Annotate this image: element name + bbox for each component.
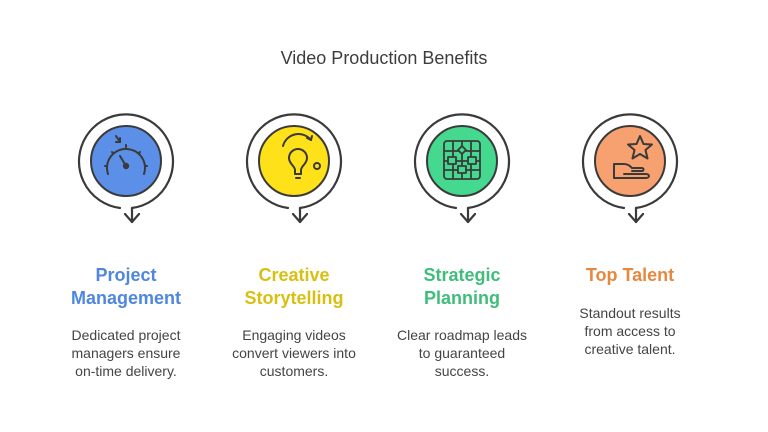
- benefit-description: Dedicated project managers ensure on-tim…: [36, 326, 216, 380]
- benefit-description: Engaging videos convert viewers into cus…: [204, 326, 384, 380]
- desc-line: Standout results: [579, 305, 681, 321]
- icon-badge: [372, 100, 552, 230]
- benefit-description: Clear roadmap leads to guaranteed succes…: [372, 326, 552, 380]
- desc-line: on-time delivery.: [75, 363, 177, 379]
- desc-line: managers ensure: [71, 345, 181, 361]
- benefit-heading: Strategic Planning: [372, 264, 552, 310]
- benefit-heading: Creative Storytelling: [204, 264, 384, 310]
- benefit-description: Standout results from access to creative…: [540, 304, 720, 358]
- benefit-strategic-planning: Strategic Planning Clear roadmap leads t…: [372, 0, 552, 432]
- flowchart-icon: [443, 140, 481, 180]
- desc-line: creative talent.: [584, 341, 676, 357]
- desc-line: customers.: [259, 363, 329, 379]
- heading-line: Management: [70, 288, 182, 308]
- icon-badge: [204, 100, 384, 230]
- heading-line: Top Talent: [585, 265, 675, 285]
- benefit-top-talent: Top Talent Standout results from access …: [540, 0, 720, 432]
- benefit-heading: Top Talent: [540, 264, 720, 287]
- icon-badge: [36, 100, 216, 230]
- desc-line: Engaging videos: [242, 327, 346, 343]
- icon-badge: [540, 100, 720, 230]
- star-hand-icon: [613, 135, 653, 179]
- desc-line: convert viewers into: [232, 345, 356, 361]
- desc-line: success.: [434, 363, 490, 379]
- desc-line: from access to: [584, 323, 676, 339]
- gauge-icon: [104, 135, 148, 175]
- heading-line: Planning: [424, 288, 500, 308]
- benefit-heading: Project Management: [36, 264, 216, 310]
- desc-line: Clear roadmap leads: [397, 327, 527, 343]
- desc-line: to guaranteed: [418, 345, 506, 361]
- lightbulb-icon: [282, 133, 321, 179]
- heading-line: Strategic: [423, 265, 501, 285]
- heading-line: Project: [95, 265, 157, 285]
- heading-line: Storytelling: [244, 288, 344, 308]
- benefit-project-management: Project Management Dedicated project man…: [36, 0, 216, 432]
- heading-line: Creative: [258, 265, 330, 285]
- desc-line: Dedicated project: [71, 327, 181, 343]
- page-title: Video Production Benefits: [280, 48, 488, 68]
- benefit-creative-storytelling: Creative Storytelling Engaging videos co…: [204, 0, 384, 432]
